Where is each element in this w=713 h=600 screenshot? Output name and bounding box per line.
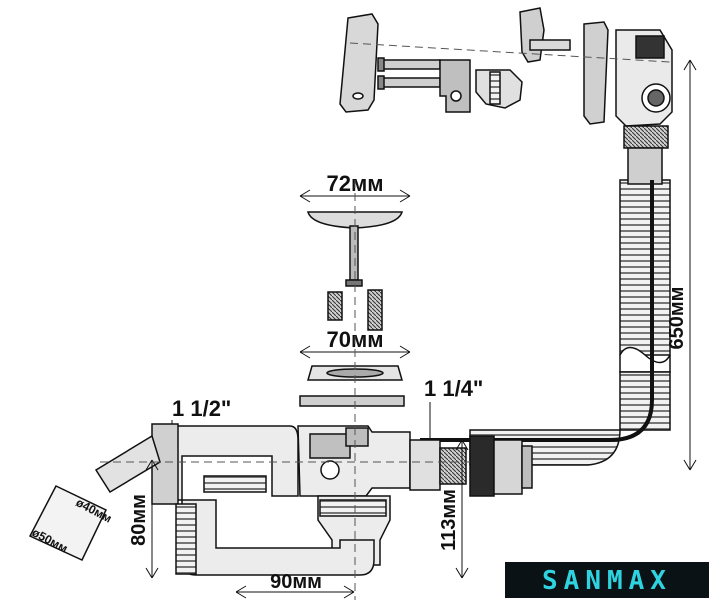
brand-name: SANMAX	[542, 566, 672, 596]
trap-assembly	[28, 423, 375, 576]
brand-logo: SANMAX	[505, 562, 709, 598]
overflow-cover	[339, 13, 379, 113]
label-1-1-4: 1 1/4"	[424, 376, 483, 401]
label-80: 80мм	[128, 494, 150, 546]
label-90: 90мм	[270, 571, 322, 593]
dimension-113: 113мм	[438, 439, 469, 579]
outlet-body	[297, 425, 533, 566]
dimension-80: 80мм	[128, 459, 159, 579]
overflow-bolts	[377, 57, 441, 90]
corrugated-hose	[420, 147, 671, 466]
plug-screw-right	[367, 289, 383, 331]
plug-screw-left	[327, 291, 343, 321]
overflow-assembly	[339, 7, 673, 149]
overflow-gasket	[583, 21, 609, 125]
label-113: 113мм	[438, 489, 460, 551]
dimension-650: 650мм	[666, 59, 697, 471]
label-650: 650мм	[666, 287, 688, 350]
drain-plug: 72мм 70мм	[299, 171, 411, 407]
dimension-90: 90мм	[235, 571, 355, 599]
overflow-bracket	[439, 59, 471, 113]
pipe-end	[28, 485, 108, 561]
center-line-top	[349, 42, 671, 63]
label-1-1-2: 1 1/2"	[172, 396, 231, 421]
